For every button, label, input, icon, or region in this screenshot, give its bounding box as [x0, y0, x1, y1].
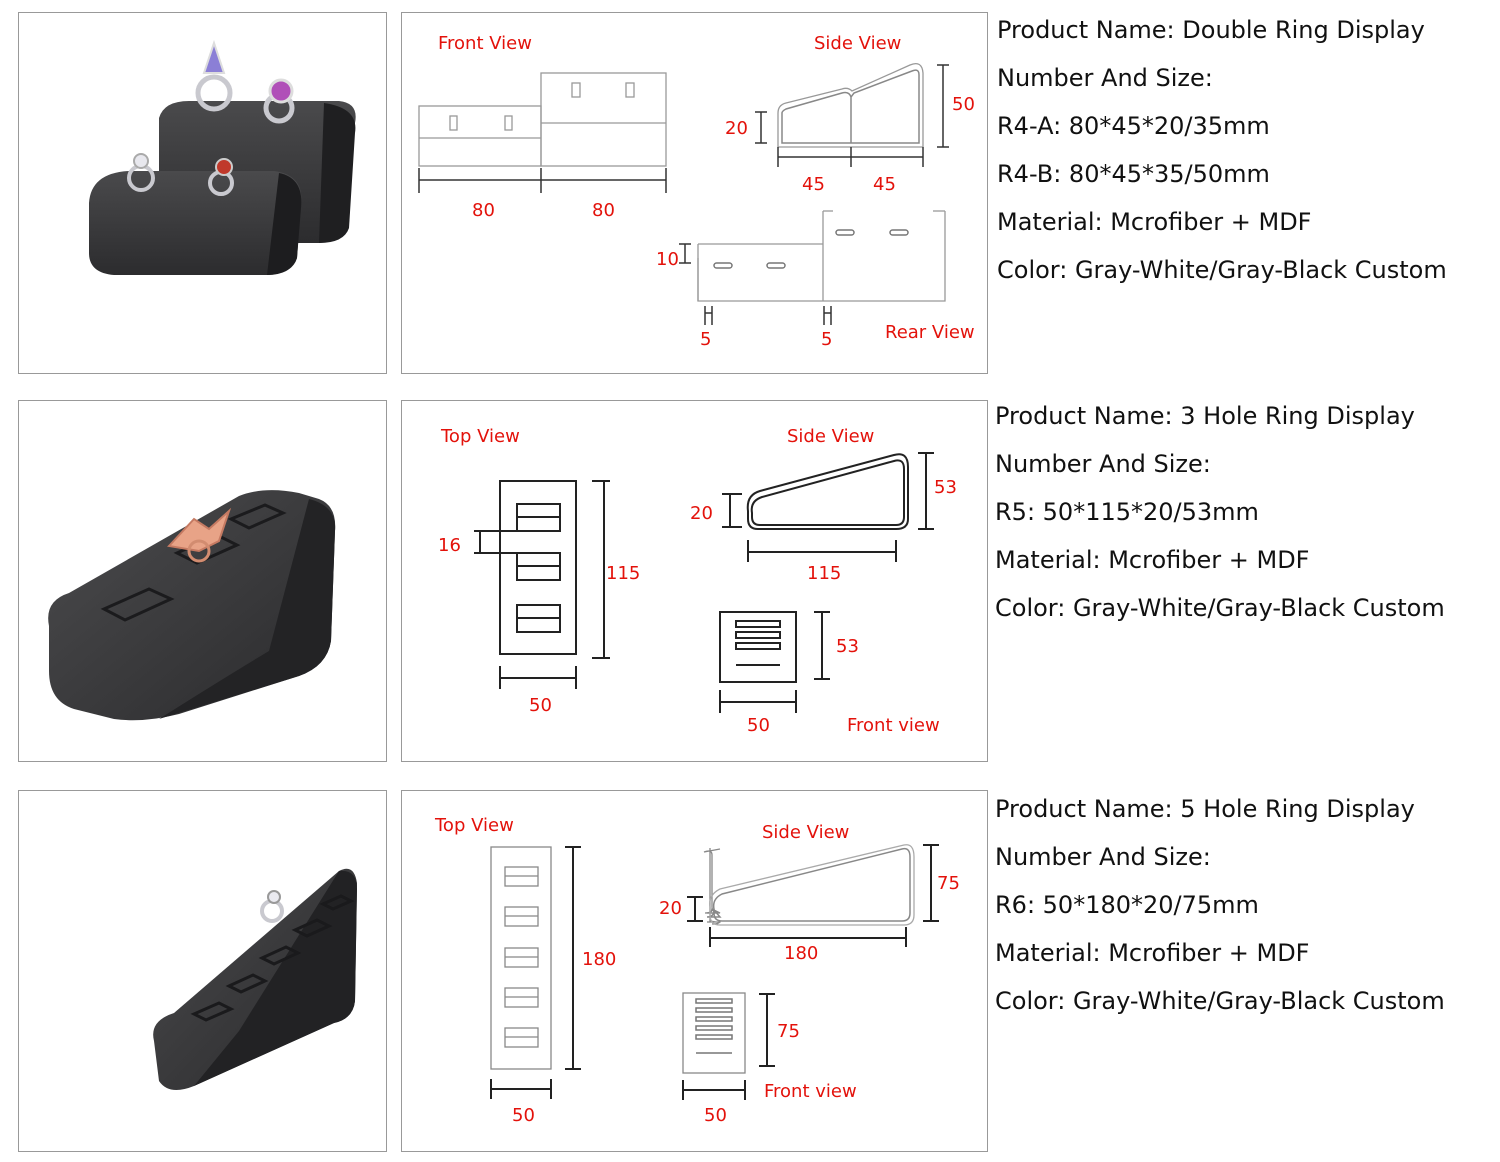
five-hole-display-illustration [153, 868, 357, 1090]
dim-label: 10 [656, 249, 679, 270]
dim-label: 50 [952, 94, 975, 115]
spec-size-r4a: R4-A: 80*45*20/35mm [997, 112, 1270, 140]
dim-label: 20 [690, 503, 713, 524]
double-ring-display-illustration [89, 39, 356, 275]
dim-label: 53 [836, 636, 859, 657]
side-view-label: Side View [762, 822, 849, 843]
side-view-label: Side View [814, 33, 901, 54]
spec-color: Color: Gray-White/Gray-Black Custom [995, 987, 1445, 1015]
dim-label: 45 [802, 174, 825, 195]
rear-view-label: Rear View [885, 322, 975, 343]
five-hole-dimension-drawing: Top View Side View Front view 180 50 20 … [434, 815, 960, 1126]
dim-label: 75 [937, 873, 960, 894]
dim-label: 5 [821, 329, 832, 350]
dim-label: 80 [472, 200, 495, 221]
dim-label: 50 [512, 1105, 535, 1126]
spec-number-size: Number And Size: [995, 450, 1211, 478]
spec-material: Material: Mcrofiber + MDF [997, 208, 1312, 236]
dim-label: 180 [582, 949, 616, 970]
front-view-label: Front view [847, 715, 940, 736]
dim-label: 5 [700, 329, 711, 350]
dim-label: 45 [873, 174, 896, 195]
technical-drawing-5-hole: Top View Side View Front view 180 50 20 … [401, 790, 988, 1152]
dim-label: 180 [784, 943, 818, 964]
spec-material: Material: Mcrofiber + MDF [995, 939, 1310, 967]
dim-label: 16 [438, 535, 461, 556]
dim-label: 75 [777, 1021, 800, 1042]
spec-product-name: Product Name: Double Ring Display [997, 16, 1425, 44]
product-specs-double-ring: Product Name: Double Ring Display Number… [997, 6, 1447, 294]
product-photo-3-hole [18, 400, 387, 762]
three-hole-display-illustration [48, 490, 336, 721]
top-view-label: Top View [434, 815, 514, 836]
front-view-label: Front view [764, 1081, 857, 1102]
spec-size-r6: R6: 50*180*20/75mm [995, 891, 1259, 919]
dim-label: 53 [934, 477, 957, 498]
double-ring-dimension-drawing: Front View Side View Rear View 80 80 20 … [418, 33, 975, 350]
top-view-label: Top View [440, 426, 520, 447]
spec-number-size: Number And Size: [995, 843, 1211, 871]
product-specs-3-hole: Product Name: 3 Hole Ring Display Number… [995, 392, 1445, 632]
product-photo-5-hole [18, 790, 387, 1152]
dim-label: 115 [807, 563, 841, 584]
spec-size-r5: R5: 50*115*20/53mm [995, 498, 1259, 526]
spec-product-name: Product Name: 5 Hole Ring Display [995, 795, 1415, 823]
spec-material: Material: Mcrofiber + MDF [995, 546, 1310, 574]
dim-label: 20 [725, 118, 748, 139]
dim-label: 50 [529, 695, 552, 716]
dim-label: 50 [747, 715, 770, 736]
technical-drawing-3-hole: Top View Side View Front view 16 115 50 … [401, 400, 988, 762]
product-specs-5-hole: Product Name: 5 Hole Ring Display Number… [995, 785, 1445, 1025]
dim-label: 50 [704, 1105, 727, 1126]
spec-number-size: Number And Size: [997, 64, 1213, 92]
technical-drawing-double-ring: Front View Side View Rear View 80 80 20 … [401, 12, 988, 374]
spec-product-name: Product Name: 3 Hole Ring Display [995, 402, 1415, 430]
spec-size-r4b: R4-B: 80*45*35/50mm [997, 160, 1270, 188]
dim-label: 115 [606, 563, 640, 584]
product-photo-double-ring [18, 12, 387, 374]
spec-color: Color: Gray-White/Gray-Black Custom [997, 256, 1447, 284]
spec-color: Color: Gray-White/Gray-Black Custom [995, 594, 1445, 622]
dim-label: 20 [659, 898, 682, 919]
front-view-label: Front View [438, 33, 532, 54]
dim-label: 80 [592, 200, 615, 221]
three-hole-dimension-drawing: Top View Side View Front view 16 115 50 … [438, 426, 957, 736]
side-view-label: Side View [787, 426, 874, 447]
